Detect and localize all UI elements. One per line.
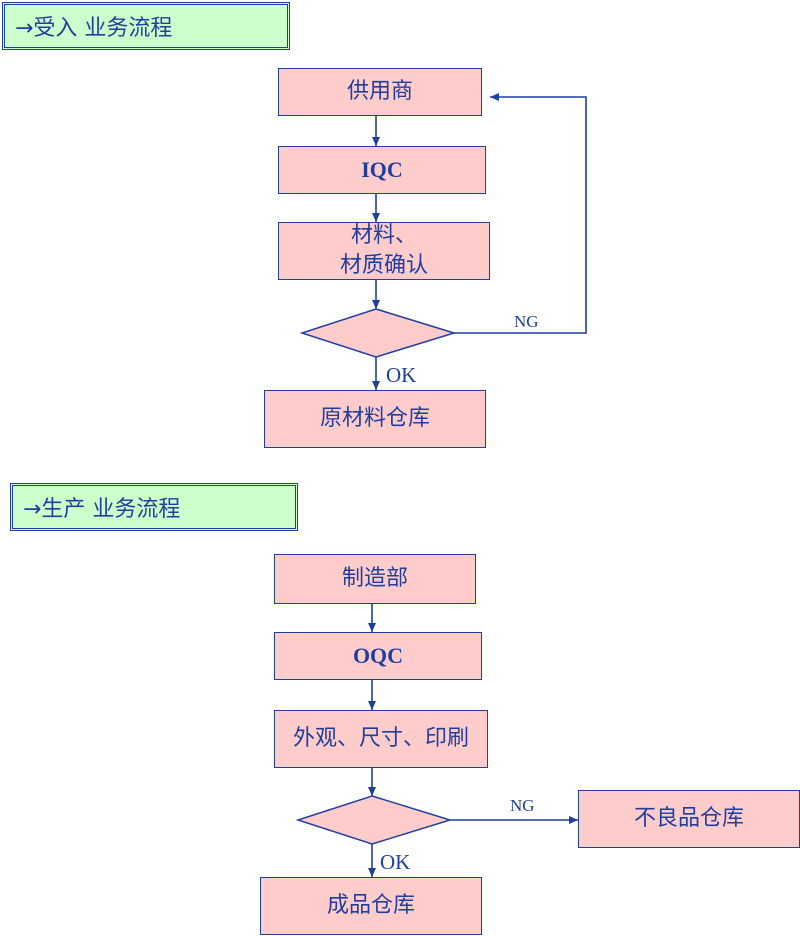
ok-label-1: OK: [386, 363, 417, 387]
decision-diamond-2: [295, 795, 453, 845]
ng-label-1: NG: [514, 312, 539, 331]
ng-label-2: NG: [510, 796, 535, 815]
defect-warehouse-label: 不良品仓库: [633, 806, 744, 832]
appearance-check-label: 外观、尺寸、印刷: [292, 726, 469, 752]
supplier-label: 供用商: [346, 79, 413, 105]
arrow-ng-feedback: [454, 93, 587, 334]
supplier-box: 供用商: [278, 68, 482, 116]
oqc-label: OQC: [352, 643, 404, 669]
section-header-receiving: →受入 业务流程: [2, 2, 290, 50]
raw-material-warehouse-box: 原材料仓库: [264, 390, 486, 448]
manufacturing-label: 制造部: [341, 566, 408, 592]
ok-label-2: OK: [380, 850, 411, 874]
material-check-line1: 材料、: [350, 223, 417, 249]
defect-warehouse-box: 不良品仓库: [578, 790, 800, 848]
product-warehouse-label: 成品仓库: [326, 893, 415, 919]
iqc-box: IQC: [278, 146, 486, 194]
decision-diamond-1: [299, 308, 457, 358]
oqc-box: OQC: [274, 632, 482, 680]
iqc-label: IQC: [361, 157, 403, 183]
section-header-production: →生产 业务流程: [10, 483, 298, 531]
raw-material-warehouse-label: 原材料仓库: [319, 406, 430, 432]
section-header-receiving-text: →受入 业务流程: [15, 16, 173, 41]
material-check-box: 材料、 材质确认: [278, 222, 490, 280]
product-warehouse-box: 成品仓库: [260, 877, 482, 935]
appearance-check-box: 外观、尺寸、印刷: [274, 710, 488, 768]
manufacturing-box: 制造部: [274, 554, 476, 604]
section-header-production-text: →生产 业务流程: [23, 497, 181, 522]
material-check-line2: 材质确认: [339, 253, 428, 278]
